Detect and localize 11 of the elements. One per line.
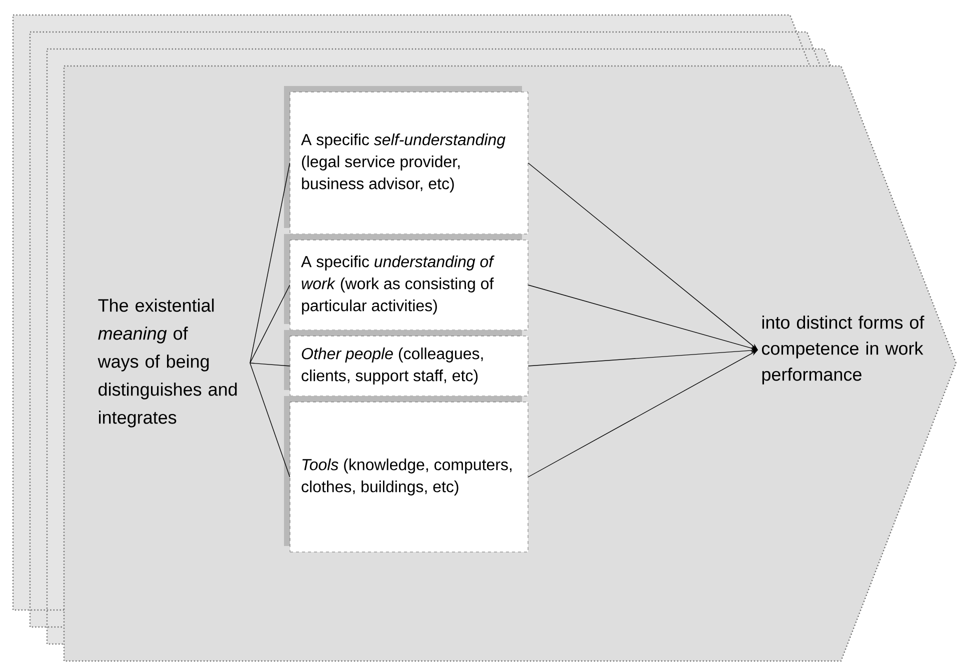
text-box: Tools (knowledge, computers, clothes, buildings, etc) xyxy=(284,396,528,552)
connector-line xyxy=(250,162,290,364)
text-box: A specific self-understanding (legal service provider, business advisor, etc) xyxy=(284,86,528,234)
text-box: A specific understanding of work (work as consisting of particular activities) xyxy=(284,234,528,330)
connector-line xyxy=(528,162,758,350)
connector-line xyxy=(250,284,290,364)
text: The existential meaning of ways of being distinguishes and integrates xyxy=(98,298,237,428)
text-box: Other people (colleagues, clients, support staff, etc) xyxy=(284,330,528,396)
text: into distinct forms of competence in work performance xyxy=(762,316,924,384)
connector-line xyxy=(250,362,290,366)
connector-line xyxy=(250,362,290,478)
